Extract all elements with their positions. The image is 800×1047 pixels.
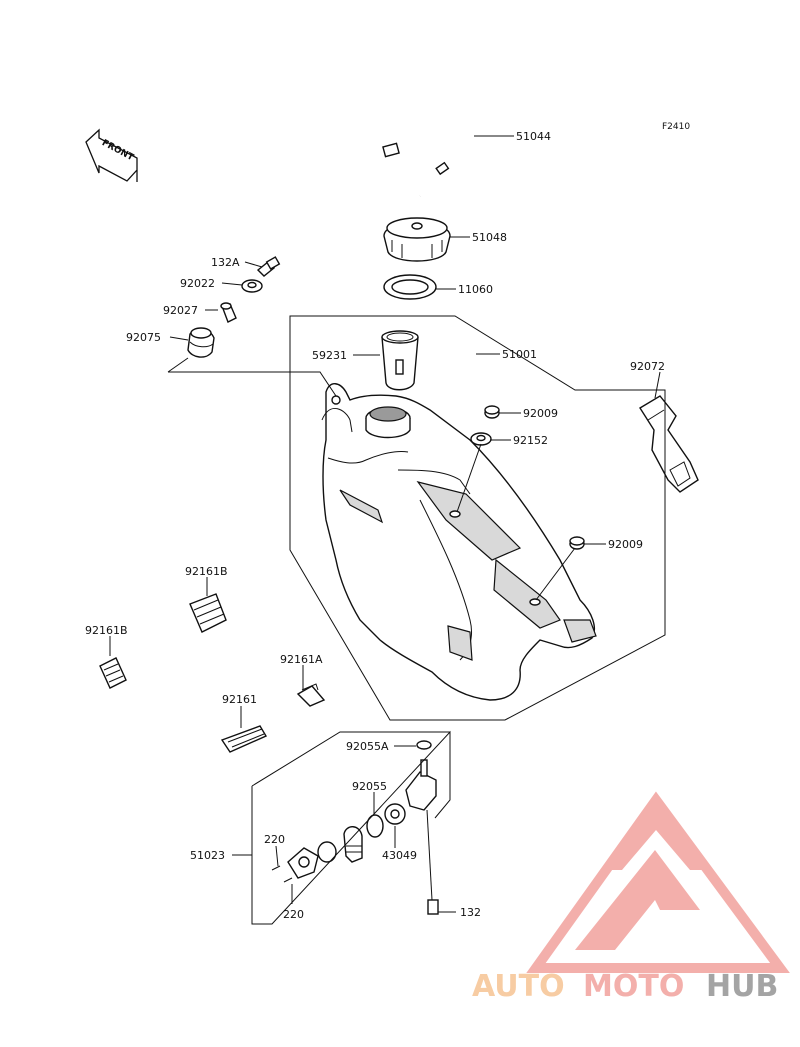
part-label: 92152 (513, 434, 548, 447)
front-arrow-icon: FRONT (85, 128, 138, 182)
part-label: 43049 (382, 849, 417, 862)
pad-92161-drawing (220, 725, 268, 753)
part-label: 132 (460, 906, 481, 919)
figure-code: F2410 (662, 122, 690, 132)
part-label: 11060 (458, 283, 493, 296)
part-label: 220 (283, 908, 304, 921)
part-label: 59231 (312, 349, 347, 362)
pad-92161b-upper-drawing (189, 593, 227, 633)
fuel-cap-drawing (383, 217, 451, 262)
fuel-tank-drawing (321, 383, 597, 701)
collar-92027-drawing (220, 302, 237, 323)
filler-neck-drawing (381, 330, 419, 391)
part-label: 92161B (85, 624, 128, 637)
automotohub-logo: AUTO MOTO HUB (472, 791, 790, 1004)
part-label: 92072 (630, 360, 665, 373)
part-labels: 51044 51048 11060 59231 51001 132A 92022… (85, 130, 665, 921)
rubber-strap-drawing (639, 395, 699, 493)
part-label: 92055A (346, 740, 389, 753)
part-label: 132A (211, 256, 240, 269)
grommet-92075-drawing (187, 327, 215, 358)
part-label: 220 (264, 833, 285, 846)
part-label: 92161A (280, 653, 323, 666)
part-label: 92027 (163, 304, 198, 317)
logo-text-hub: HUB (706, 969, 778, 1004)
part-label: 51001 (502, 348, 537, 361)
part-label: 51023 (190, 849, 225, 862)
part-label: 92055 (352, 780, 387, 793)
part-label: 92022 (180, 277, 215, 290)
part-label: 92075 (126, 331, 161, 344)
part-label: 92161B (185, 565, 228, 578)
part-label: 92009 (608, 538, 643, 551)
logo-text-auto: AUTO (472, 969, 565, 1004)
bolt-132a-drawing (256, 256, 281, 277)
leader-lines (109, 135, 666, 925)
logo-text-moto: MOTO (583, 969, 684, 1004)
logo-mark (575, 800, 712, 950)
breather-hose-drawing (382, 120, 475, 197)
pad-92161b-lower-drawing (99, 657, 127, 689)
bolt-92009-upper-drawing (484, 405, 500, 419)
washer-92152-drawing (470, 432, 492, 446)
logo-outer-triangle (526, 791, 790, 973)
cap-gasket-drawing (383, 274, 437, 300)
washer-92022-drawing (241, 279, 263, 293)
fuel-cock-drawing (271, 740, 439, 915)
bolt-92009-lower-drawing (569, 536, 585, 550)
pad-92161a-drawing (296, 683, 326, 707)
part-label: 51048 (472, 231, 507, 244)
part-label: 51044 (516, 130, 551, 143)
part-label: 92009 (523, 407, 558, 420)
part-label: 92161 (222, 693, 257, 706)
